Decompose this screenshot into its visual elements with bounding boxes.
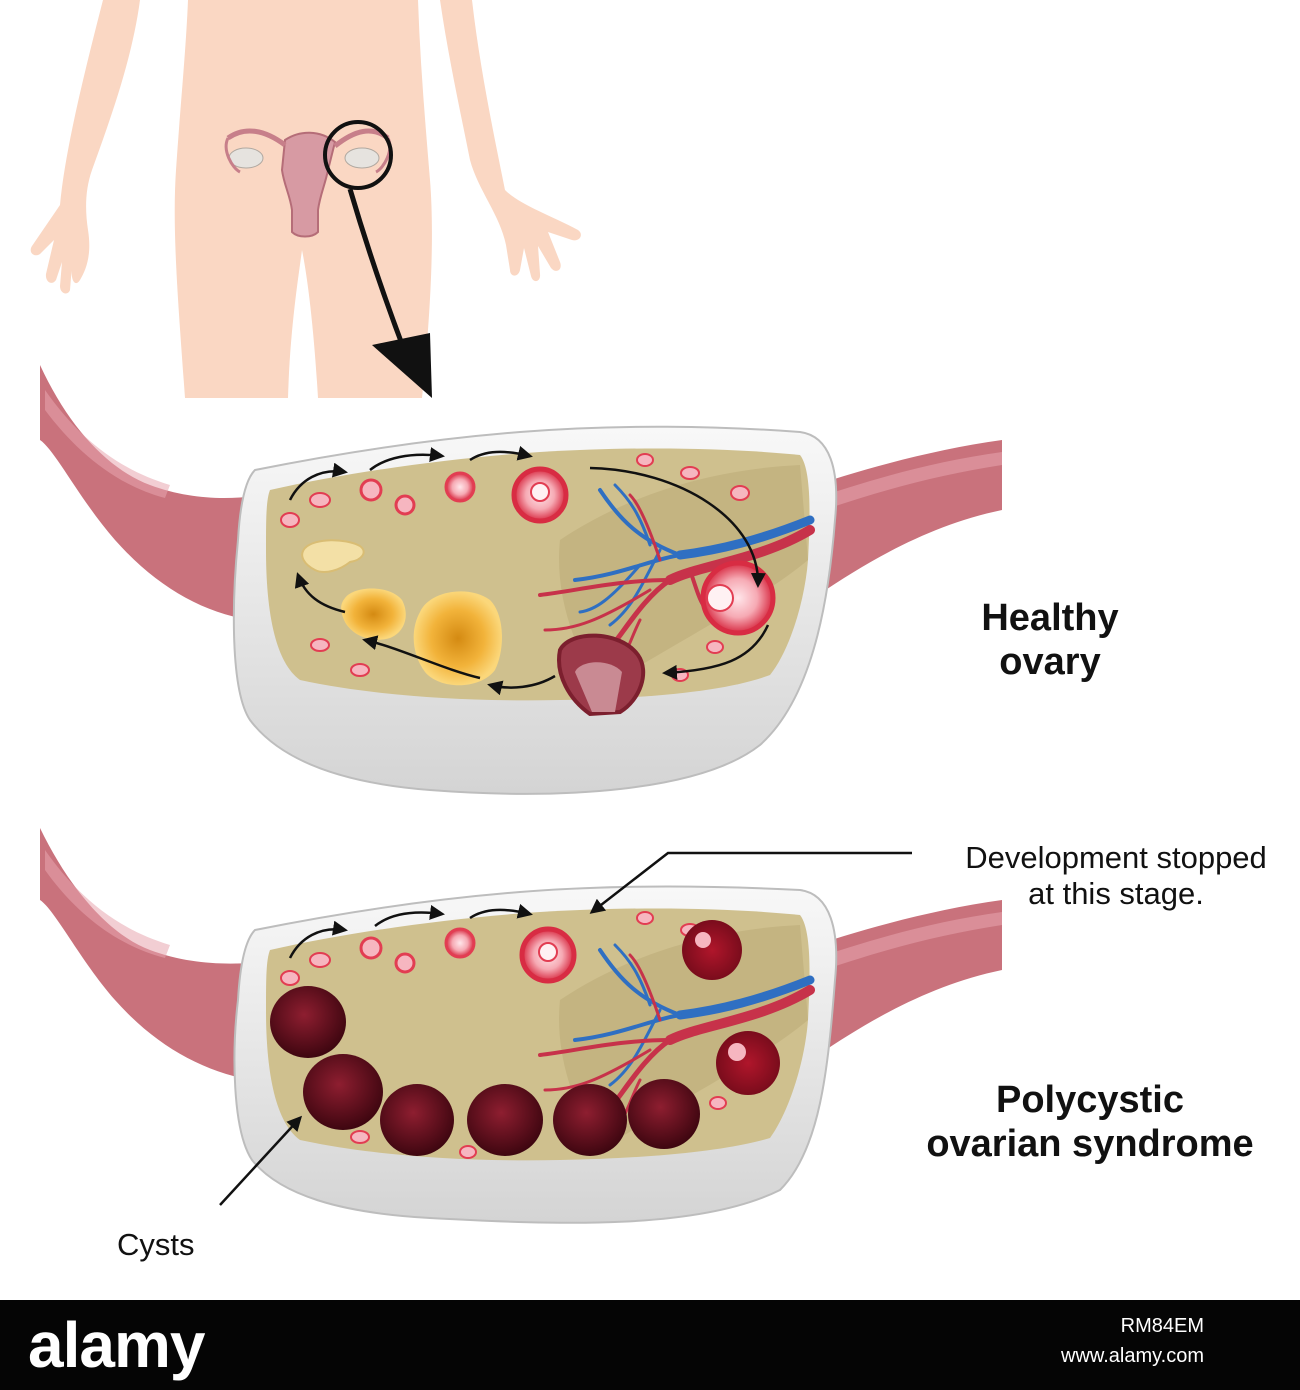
cysts-label: Cysts (117, 1227, 195, 1262)
image-id: RM84EM (1120, 1315, 1204, 1337)
zoom-arrow (347, 188, 411, 361)
pcos-cycle-arrows (288, 903, 533, 959)
cyst (628, 1079, 700, 1149)
body-figure (30, 0, 581, 398)
development-label-line2: at this stage. (1028, 876, 1204, 911)
site-url: www.alamy.com (1061, 1345, 1204, 1367)
healthy-label-line1: Healthy (981, 597, 1119, 639)
left-arm (30, 0, 140, 294)
pcos-label-line1: Polycystic (996, 1079, 1184, 1121)
development-stopped-label: Development stopped at this stage. (936, 840, 1296, 912)
right-tube (800, 440, 1002, 595)
healthy-ovary (40, 365, 1002, 795)
healthy-cycle-arrows (288, 445, 770, 696)
alamy-logo: alamy (28, 1309, 205, 1381)
cyst (553, 1084, 627, 1156)
corpus-albicans (301, 539, 365, 573)
development-label-line1: Development stopped (965, 840, 1267, 875)
pcos-left-tube (40, 828, 262, 1080)
cysts-group (270, 986, 700, 1156)
zoom-arrow-head (372, 333, 432, 398)
cyst (467, 1084, 543, 1156)
pcos-label: Polycystic ovarian syndrome (905, 1078, 1275, 1166)
pcos-right-tube (800, 900, 1002, 1055)
healthy-ovary-label: Healthy ovary (940, 596, 1160, 684)
corpus-luteum (413, 591, 502, 686)
right-arm (440, 0, 581, 282)
magnifier-ring (323, 120, 393, 190)
cyst (270, 986, 346, 1058)
development-pointer (589, 851, 912, 914)
cyst (303, 1054, 383, 1130)
ovary-diagram (30, 0, 1002, 1224)
pcos-ovary (40, 828, 1002, 1224)
healthy-label-line2: ovary (999, 641, 1101, 683)
corpus-luteum-small (341, 588, 406, 640)
uterus (224, 128, 392, 238)
pcos-label-line2: ovarian syndrome (926, 1123, 1254, 1165)
footer-bar: alamy RM84EM www.alamy.com (0, 1300, 1300, 1390)
pcos-vessels (538, 943, 815, 1130)
pcos-large-follicle-2 (716, 1031, 780, 1095)
cyst (380, 1084, 454, 1156)
pcos-large-follicle (682, 920, 742, 980)
cysts-pointer (219, 1115, 303, 1206)
